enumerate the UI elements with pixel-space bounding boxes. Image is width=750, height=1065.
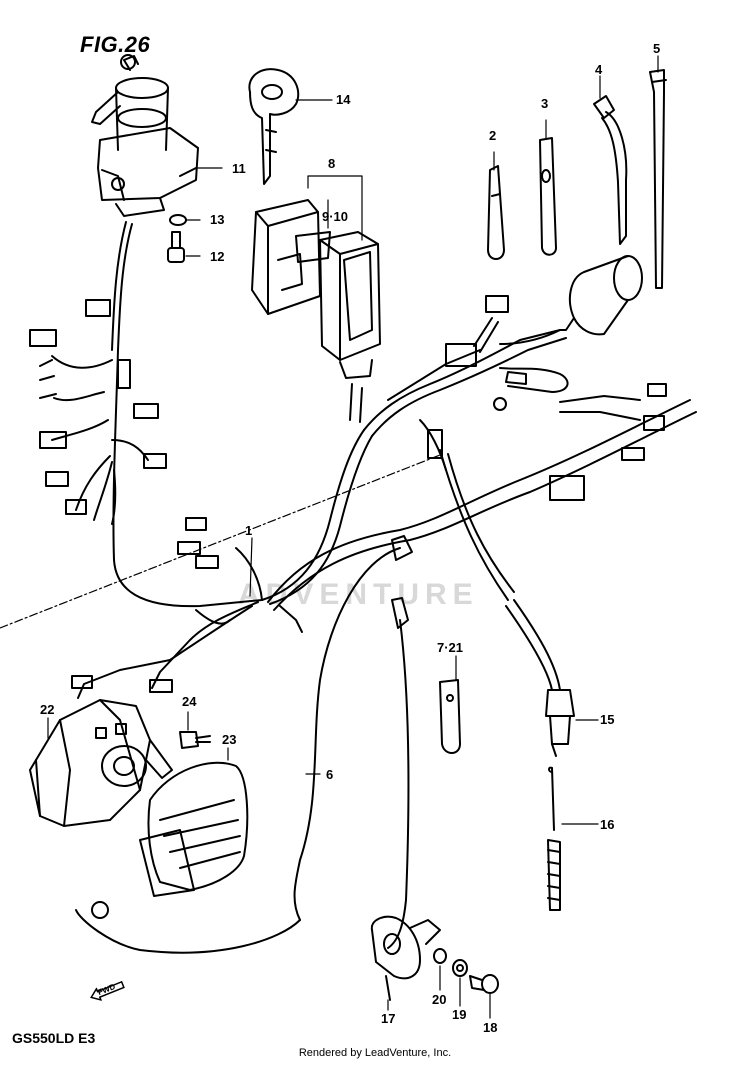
callout-22: 22 [40, 702, 55, 717]
callout-12: 12 [210, 249, 225, 264]
forward-direction-arrow: FWD [87, 977, 127, 1004]
washer-part-20 [433, 948, 447, 964]
callout-19: 19 [452, 1007, 467, 1022]
callout-18: 18 [483, 1020, 498, 1035]
model-code: GS550LD E3 [12, 1030, 96, 1046]
cable-tie-part-4 [593, 95, 628, 245]
lead-wire-part-6 [75, 535, 413, 954]
callout-6: 6 [326, 767, 334, 782]
ignition-switch-part [91, 54, 199, 217]
callout-9-10: 9·10 [322, 209, 349, 224]
key-part [248, 68, 300, 185]
clamp-part-2 [487, 165, 505, 260]
figure-title: FIG.26 [80, 32, 151, 57]
callout-11: 11 [232, 161, 246, 176]
render-credit: Rendered by LeadVenture, Inc. [298, 1047, 452, 1059]
callout-14: 14 [336, 92, 351, 107]
washer-part [169, 214, 187, 226]
callout-24: 24 [182, 694, 197, 709]
callout-5: 5 [653, 41, 661, 56]
callout-23: 23 [222, 732, 237, 747]
starter-relay-part [499, 255, 643, 345]
cable-tie-part-5 [649, 69, 667, 289]
callout-bracket-8 [307, 175, 363, 241]
clamp-part-7 [439, 679, 461, 754]
leader-lines [47, 55, 659, 1019]
callout-8: 8 [328, 156, 336, 171]
horn-part-23 [139, 761, 249, 897]
callout-16: 16 [600, 817, 615, 832]
spring-rod-part-16 [547, 766, 561, 911]
horn-part-22 [29, 699, 173, 827]
callout-3: 3 [541, 96, 549, 111]
bolt-part-24 [179, 731, 211, 749]
callout-17: 17 [381, 1011, 396, 1026]
clamp-part-3 [539, 137, 557, 256]
callout-15: 15 [600, 712, 615, 727]
washer-part-19 [452, 959, 468, 977]
callout-20: 20 [432, 992, 447, 1007]
main-wire-harness-part [29, 221, 697, 699]
callout-2: 2 [489, 128, 497, 143]
centerline [0, 454, 441, 629]
screw-part-18 [469, 974, 499, 994]
callout-1: 1 [245, 523, 253, 538]
switch-part-17 [370, 915, 441, 1001]
relay-unit-part [251, 199, 321, 315]
callout-13: 13 [210, 212, 225, 227]
screw-part [167, 231, 185, 263]
callout-4: 4 [595, 62, 603, 77]
callout-7-21: 7·21 [437, 640, 464, 655]
regulator-part [295, 231, 381, 379]
cable-adjuster-part-15 [545, 689, 575, 757]
